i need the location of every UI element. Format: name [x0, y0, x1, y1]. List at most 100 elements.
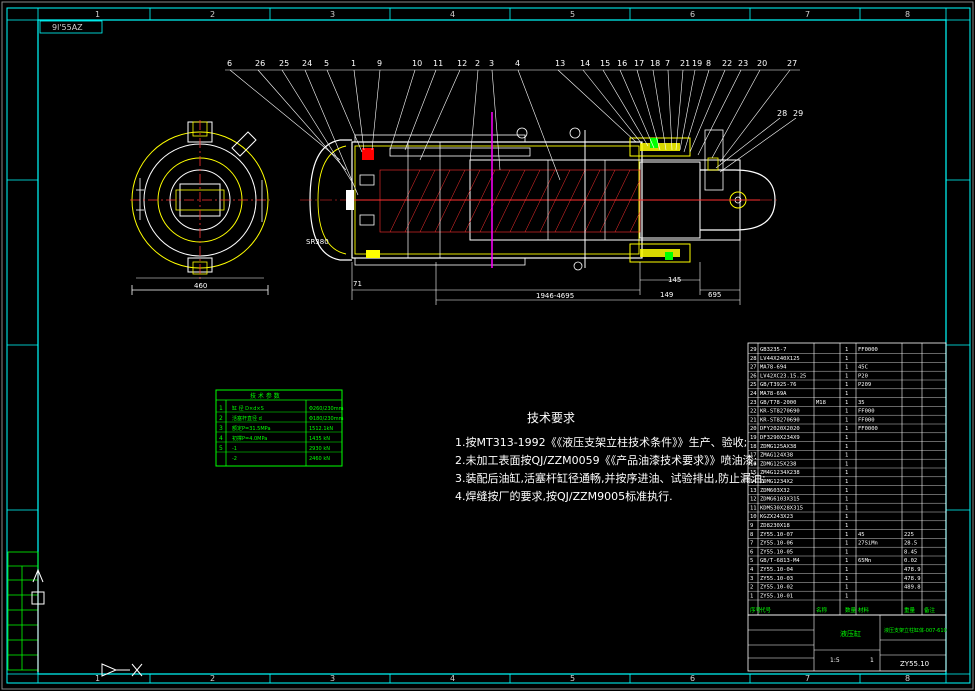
part-balloon: 13	[555, 59, 565, 68]
part-balloon: 15	[600, 59, 610, 68]
part-balloon: 3	[489, 59, 494, 68]
spec-row-value: 1435 kN	[309, 436, 330, 442]
spec-row-name: -2	[232, 456, 237, 462]
bom-cell: 1	[845, 497, 848, 503]
bom-cell: ZD8230X18	[760, 523, 790, 529]
bom-cell: ZDMG6103X315	[760, 497, 800, 503]
part-balloon: 12	[457, 59, 467, 68]
bom-cell: 16	[750, 461, 757, 467]
bom-cell: P20	[858, 373, 868, 379]
bom-cell: 1	[845, 576, 848, 582]
bom-cell: 1	[845, 549, 848, 555]
bom-cell: M18	[816, 400, 826, 406]
bom-cell: FF000	[858, 409, 875, 415]
cylinder-section-view	[300, 112, 780, 271]
bom-cell: 478.9	[904, 567, 921, 573]
bom-cell: 12	[750, 497, 757, 503]
bom-cell: 489.8	[904, 585, 921, 591]
part-balloon: 17	[634, 59, 644, 68]
title-project: 液压支架立柱缸体-007-610	[884, 627, 947, 634]
zone-label-top: 3	[330, 10, 335, 19]
bom-cell: ZY55.10-06	[760, 541, 793, 547]
spec-row-index: 1	[219, 405, 223, 412]
part-balloon: 24	[302, 59, 312, 68]
spec-row-index: 4	[219, 435, 223, 442]
end-view	[130, 120, 270, 295]
zone-label-top: 4	[450, 10, 455, 19]
bom-header-cell: 序号	[750, 606, 762, 614]
title-scale: 1:5	[830, 657, 840, 664]
bom-cell: 1	[845, 585, 848, 591]
left-revision-strip	[7, 551, 39, 671]
bom-cell: 65Mn	[858, 558, 871, 564]
zone-label-bottom: 5	[570, 674, 575, 683]
bom-cell: 3	[750, 576, 753, 582]
part-balloon: 4	[515, 59, 520, 68]
stamp-text: 9l'55AZ	[52, 23, 83, 32]
tech-requirement-line: 1.按MT313-1992《《液压支架立柱技术条件》》生产、验收;	[455, 435, 747, 449]
bom-cell: 14	[750, 479, 757, 485]
bom-cell: 20	[750, 426, 757, 432]
bom-cell: 2	[750, 585, 753, 591]
bom-cell: 27	[750, 365, 757, 371]
spec-row-index: 2	[219, 415, 223, 422]
bom-cell: 35	[858, 400, 865, 406]
part-balloon: 18	[650, 59, 660, 68]
bom-cell: ZDM603X32	[760, 488, 790, 494]
bom-cell: ZY55.10-04	[760, 567, 794, 573]
part-balloon: 6	[227, 59, 232, 68]
bom-cell: 11	[750, 505, 757, 511]
bom-cell: 29	[750, 347, 757, 353]
bom-cell: GB/T3925-76	[760, 382, 796, 388]
part-balloon: 22	[722, 59, 732, 68]
zone-label-top: 8	[905, 10, 910, 19]
bom-cell: 1	[845, 373, 848, 379]
bom-cell: 0.02	[904, 558, 917, 564]
bom-cell: 1	[845, 453, 848, 459]
title-block	[747, 614, 947, 672]
part-balloon: 21	[680, 59, 690, 68]
bom-cell: 5	[750, 558, 753, 564]
bom-cell: ZDMG1234X2	[760, 479, 793, 485]
bom-cell: 23	[750, 400, 757, 406]
tech-requirements-lines: 1.按MT313-1992《《液压支架立柱技术条件》》生产、验收;2.未加工表面…	[455, 435, 766, 503]
spec-row-name: 初撑P=4.0MPa	[232, 435, 267, 442]
part-balloon: 8	[706, 59, 711, 68]
bom-cell: ZY55.10-01	[760, 593, 793, 599]
bom-header-cell: 名称	[816, 606, 828, 614]
bom-cell: KGZX243X23	[760, 514, 793, 520]
spec-row-value: Φ180/230mm	[309, 416, 344, 422]
zone-label-bottom: 1	[95, 674, 100, 683]
bom-cell: 1	[845, 461, 848, 467]
bom-cell: FF000	[858, 417, 875, 423]
bom-cell: 1	[845, 417, 848, 423]
bom-header-cell: 备注	[924, 606, 936, 614]
bom-header-cell: 数量	[845, 606, 857, 614]
part-balloon: 28	[777, 109, 787, 118]
leader-lines	[225, 69, 800, 196]
bom-cell: 1	[845, 444, 848, 450]
stamp-box	[39, 20, 103, 34]
part-balloon: 7	[665, 59, 670, 68]
zone-label-bottom: 3	[330, 674, 335, 683]
bom-cell: 10	[750, 514, 757, 520]
bom-header: 序号代号名称数量材料重量备注	[750, 606, 936, 614]
zone-label-bottom: 4	[450, 674, 455, 683]
bom-cell: 6	[750, 549, 753, 555]
bom-cell: KR-ST8270690	[760, 417, 800, 423]
title-drawing-no: ZY55.10	[900, 660, 929, 668]
zone-label-top: 2	[210, 10, 215, 19]
bom-cell: 1	[845, 470, 848, 476]
bom-cell: 45C	[858, 365, 868, 371]
bom-cell: 1	[845, 514, 848, 520]
bom-cell: ZY55.10-02	[760, 585, 793, 591]
spec-row-value: 2930 kN	[309, 446, 330, 452]
bom-cell: ZY55.10-03	[760, 576, 793, 582]
spec-row-value: 2460 kN	[309, 456, 330, 462]
bom-cell: 24	[750, 391, 757, 397]
tech-requirement-line: 4.焊缝按厂的要求,按QJ/ZZM9005标准执行.	[455, 489, 673, 503]
zone-dividers	[7, 8, 970, 683]
